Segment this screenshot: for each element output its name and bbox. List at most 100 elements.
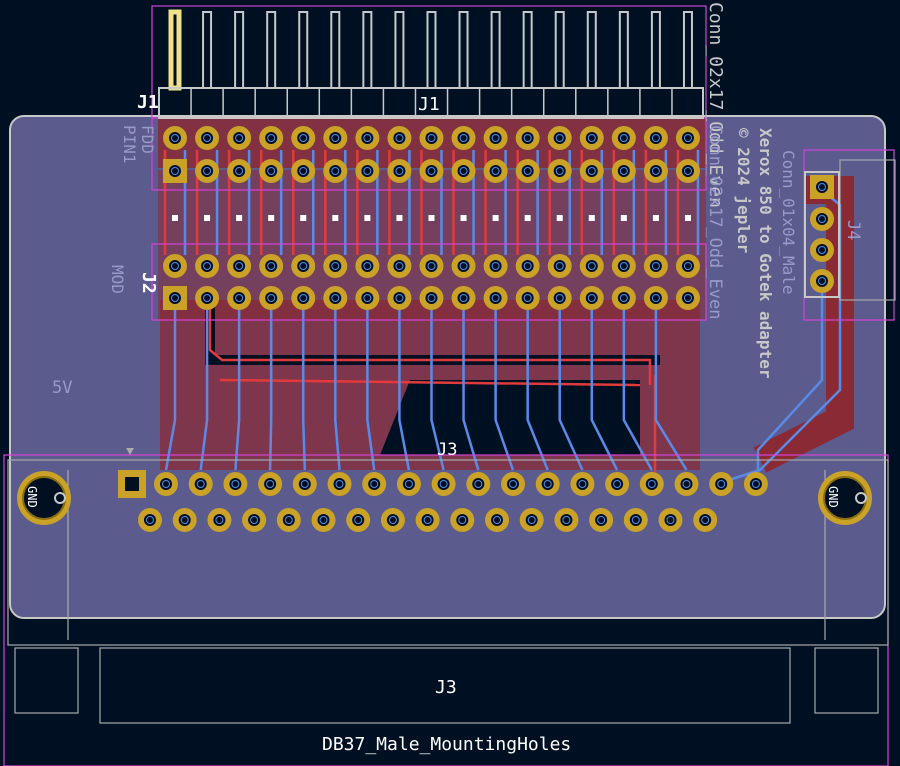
j2-pad[interactable] <box>483 254 508 278</box>
j1-pad[interactable] <box>579 126 604 150</box>
j3-pad[interactable] <box>223 472 248 496</box>
j3-pad[interactable] <box>154 472 178 496</box>
j2-pad[interactable] <box>419 286 444 310</box>
j2-pad[interactable] <box>195 286 220 310</box>
j1-pads[interactable] <box>163 126 700 183</box>
j1-pad[interactable] <box>451 126 476 150</box>
j3-pad[interactable] <box>605 472 630 496</box>
j3-pad[interactable] <box>327 472 352 496</box>
j1-pad[interactable] <box>451 159 476 183</box>
j1-pad[interactable] <box>675 159 700 183</box>
j3-pad[interactable] <box>276 508 301 532</box>
j1-pad[interactable] <box>483 159 508 183</box>
j1-pad[interactable] <box>259 126 284 150</box>
j3-pad[interactable] <box>693 508 718 532</box>
j2-pads[interactable] <box>163 254 700 310</box>
j3-pad[interactable] <box>415 508 440 532</box>
j3-pad[interactable] <box>466 472 491 496</box>
j2-pad[interactable] <box>355 254 380 278</box>
j1-pad[interactable] <box>483 126 508 150</box>
j1-pad[interactable] <box>419 126 444 150</box>
j1-pad[interactable] <box>259 159 284 183</box>
j3-pad[interactable] <box>172 508 197 532</box>
j2-pad[interactable] <box>675 286 700 310</box>
j4-pad[interactable] <box>810 238 834 262</box>
j1-pad[interactable] <box>355 126 380 150</box>
j3-pad[interactable] <box>138 508 162 532</box>
j1-pad[interactable] <box>675 126 700 150</box>
j2-pad[interactable] <box>291 286 316 310</box>
mounting-hole-right[interactable] <box>818 471 872 525</box>
j1-pad[interactable] <box>419 159 444 183</box>
j3-pad[interactable] <box>242 508 267 532</box>
j1-pad[interactable] <box>195 126 220 150</box>
j1-header-body[interactable] <box>158 9 704 119</box>
j1-pad[interactable] <box>579 159 604 183</box>
j3-pad[interactable] <box>743 472 768 496</box>
j4-pad[interactable] <box>810 207 834 231</box>
j3-pad[interactable] <box>362 472 387 496</box>
j1-pad[interactable] <box>195 159 220 183</box>
j3-pad[interactable] <box>258 472 283 496</box>
j1-pad[interactable] <box>643 159 668 183</box>
j1-pad[interactable] <box>291 159 316 183</box>
j3-pad[interactable] <box>639 472 664 496</box>
j3-pad[interactable] <box>431 472 456 496</box>
j3-pad[interactable] <box>519 508 544 532</box>
j2-pad[interactable] <box>163 286 187 310</box>
j3-pad[interactable] <box>188 472 213 496</box>
j3-pad[interactable] <box>589 508 614 532</box>
j3-pad[interactable] <box>485 508 509 532</box>
j2-pad[interactable] <box>387 286 412 310</box>
j3-pad[interactable] <box>311 508 336 532</box>
j2-pad[interactable] <box>675 254 700 278</box>
j2-pad[interactable] <box>323 286 348 310</box>
j2-pad[interactable] <box>163 254 187 278</box>
j1-pad[interactable] <box>323 159 348 183</box>
j2-pad[interactable] <box>259 286 284 310</box>
j3-pad[interactable] <box>501 472 525 496</box>
j2-pad[interactable] <box>611 254 636 278</box>
j2-pad[interactable] <box>483 286 508 310</box>
j2-pad[interactable] <box>451 254 476 278</box>
j2-pad[interactable] <box>579 254 604 278</box>
j1-pad[interactable] <box>515 159 540 183</box>
j1-pad[interactable] <box>515 126 540 150</box>
j2-pad[interactable] <box>323 254 348 278</box>
j4-pads[interactable] <box>804 171 840 298</box>
j1-pad[interactable] <box>163 159 187 183</box>
j3-pads[interactable] <box>118 470 768 532</box>
j2-pad[interactable] <box>259 254 284 278</box>
j2-pad[interactable] <box>451 286 476 310</box>
j1-pad[interactable] <box>323 126 348 150</box>
j1-pad[interactable] <box>227 126 252 150</box>
j2-pad[interactable] <box>547 254 572 278</box>
j2-pad[interactable] <box>419 254 444 278</box>
j1-pad[interactable] <box>387 159 412 183</box>
j2-pad[interactable] <box>227 286 252 310</box>
j1-pad[interactable] <box>547 126 572 150</box>
j1-pad[interactable] <box>547 159 572 183</box>
j2-pad[interactable] <box>579 286 604 310</box>
j1-pad[interactable] <box>163 126 187 150</box>
j2-pad[interactable] <box>611 286 636 310</box>
j1-pad[interactable] <box>611 159 636 183</box>
j3-pad[interactable] <box>554 508 579 532</box>
j2-pad[interactable] <box>291 254 316 278</box>
j2-pad[interactable] <box>547 286 572 310</box>
j4-pad[interactable] <box>810 175 834 199</box>
j2-pad[interactable] <box>643 286 668 310</box>
j3-pad[interactable] <box>623 508 648 532</box>
j2-pad[interactable] <box>355 286 380 310</box>
j3-pad[interactable] <box>396 472 421 496</box>
j2-pad[interactable] <box>643 254 668 278</box>
j4-pad[interactable] <box>810 269 834 293</box>
j3-pad[interactable] <box>450 508 475 532</box>
j3-pad[interactable] <box>709 472 734 496</box>
j2-pad[interactable] <box>515 286 540 310</box>
j3-pad[interactable] <box>674 472 699 496</box>
j3-pad[interactable] <box>292 472 317 496</box>
j1-pad[interactable] <box>291 126 316 150</box>
j3-pad[interactable] <box>207 508 232 532</box>
